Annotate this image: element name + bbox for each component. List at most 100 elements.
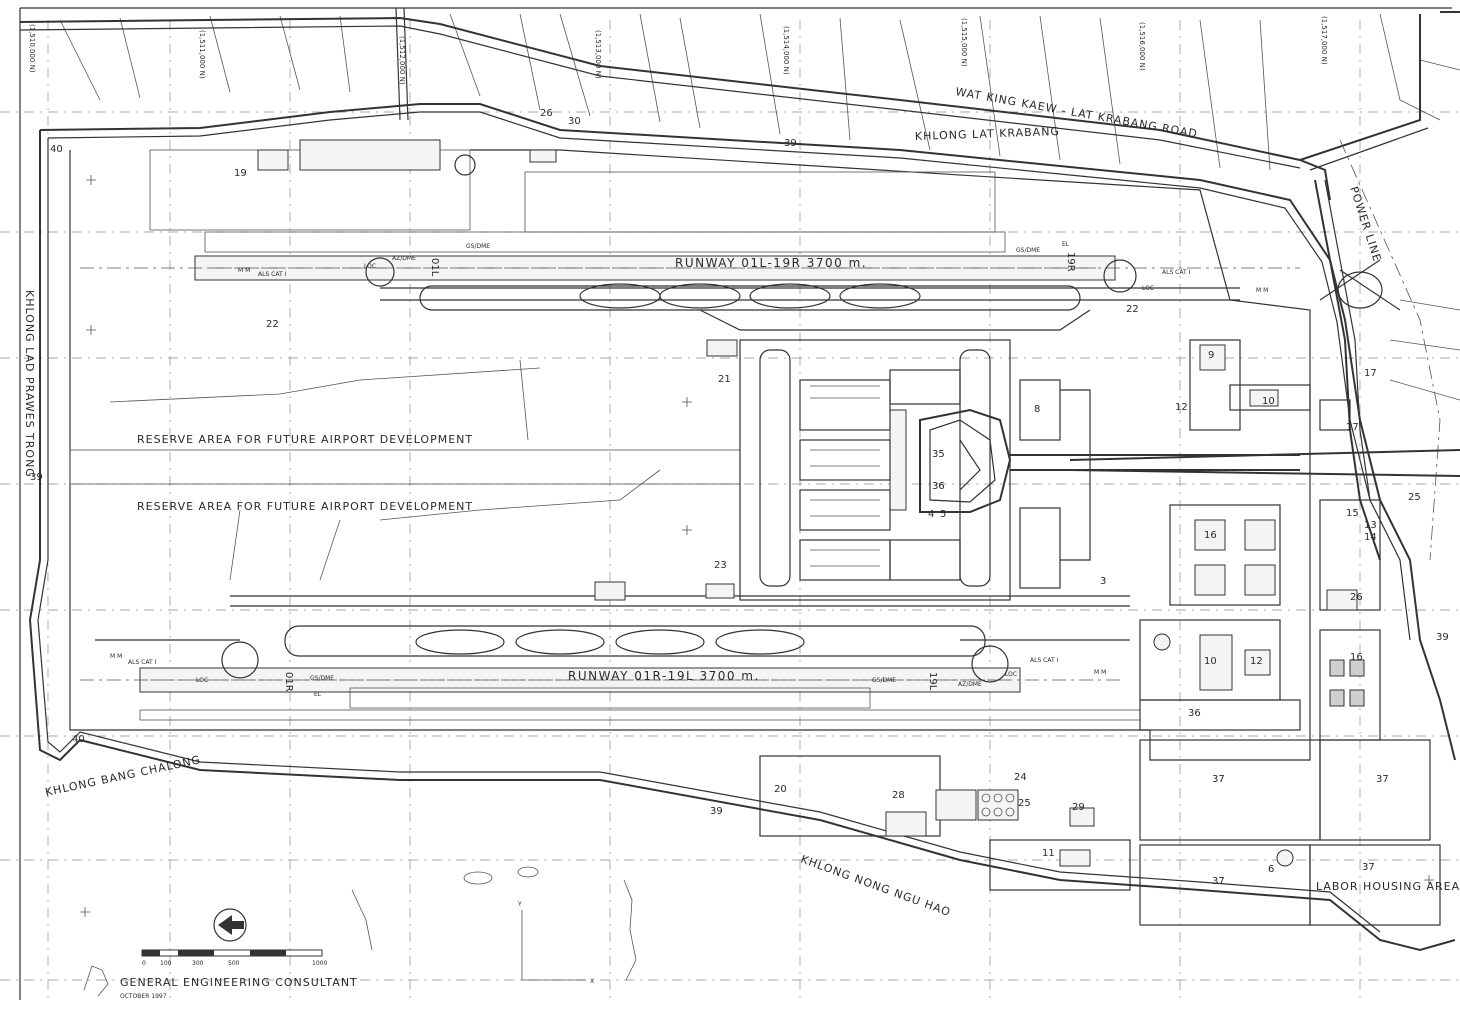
mm-se: M M [1094, 669, 1106, 676]
grid-label-1515000: (1,515,000 N) [960, 18, 968, 67]
grid-label-1516000: (1,516,000 N) [1138, 22, 1146, 71]
grid-label-1512000: (1,512,000 N) [398, 36, 406, 85]
facility-num: 9 [1208, 350, 1214, 361]
grid-label-1517000: (1,517,000 N) [1320, 16, 1328, 65]
az-nw: AZ/DME [392, 255, 416, 262]
facility-num: 19 [234, 168, 247, 179]
loc-ne: LOC [1142, 285, 1154, 292]
scale-tick-100: 100 [160, 960, 172, 967]
facility-num: 22 [266, 319, 279, 330]
facility-num: 39 [1436, 632, 1449, 643]
khlong-bang-chalong-label: KHLONG BANG CHALONG [44, 753, 202, 799]
facility-num: 23 [714, 560, 727, 571]
credit-label: GENERAL ENGINEERING CONSULTANT [120, 976, 358, 989]
south-support-facilities [759, 633, 1294, 891]
khlong-nong-ngu-hao-label: KHLONG NONG NGU HAO [799, 853, 953, 920]
khlong-lat-krabang-label: KHLONG LAT KRABANG [915, 125, 1061, 143]
runway-south: RUNWAY 01R-19L 3700 m. 01R 19L [80, 595, 1141, 721]
facility-num: 40 [72, 734, 85, 745]
north-structures [257, 139, 738, 601]
gs-ne: GS/DME [1016, 247, 1040, 254]
facility-num: 12 [1250, 656, 1263, 667]
loc-sw: LOC [196, 677, 208, 684]
mm-nw: M M [238, 267, 250, 274]
als-ne: ALS CAT I [1162, 269, 1191, 276]
grid-label-1510000: (1,510,000 N) [28, 24, 36, 73]
facility-num: 30 [568, 116, 581, 127]
facility-num: 40 [50, 144, 63, 155]
canal-numbers: 39 [30, 472, 43, 483]
scale-bar: 0 100 300 500 1000 [141, 949, 327, 967]
ponds [351, 866, 637, 981]
facility-num: 4 [928, 509, 934, 520]
axis-y-label: Y [517, 901, 522, 908]
facility-num: 11 [1042, 848, 1055, 859]
runway-north: RUNWAY 01L-19R 3700 m. 01L 19R [80, 149, 1300, 301]
facility-num: 17 [1364, 368, 1377, 379]
survey-crosses [80, 175, 1434, 917]
grid-label-1513000: (1,513,000 N) [594, 30, 602, 79]
facility-numbers: 40 19 26 30 39 22 21 9 12 10 17 8 35 36 … [50, 108, 1449, 887]
facility-num: 16 [1350, 652, 1363, 663]
facility-num: 35 [932, 449, 945, 460]
facility-num: 39 [710, 806, 723, 817]
labor-housing-label: LABOR HOUSING AREA [1316, 880, 1460, 893]
facility-num: 10 [1204, 656, 1217, 667]
runway-south-label: RUNWAY 01R-19L 3700 m. [568, 669, 760, 683]
facility-num: 29 [1072, 802, 1085, 813]
axis-indicator: Y X [517, 901, 594, 985]
facility-num: 25 [1018, 798, 1031, 809]
coordinate-grid [0, 20, 1460, 1000]
highway-interchange [1069, 179, 1460, 561]
facility-num: 26 [540, 108, 553, 119]
navaid-markers [221, 257, 1137, 683]
north-arrow-icon [213, 908, 247, 942]
facility-num: 26 [1350, 592, 1363, 603]
runway-end-19L: 19L [927, 672, 938, 691]
facility-num: 10 [1262, 396, 1275, 407]
mm-sw: M M [110, 653, 122, 660]
runway-end-01R: 01R [283, 672, 294, 692]
facility-num: 14 [1364, 532, 1377, 543]
grid-coordinate-labels: (1,510,000 N) (1,511,000 N) (1,512,000 N… [28, 16, 1328, 85]
als-sw: ALS CAT I [128, 659, 157, 666]
facility-num: 12 [1175, 402, 1188, 413]
khlong-lad-prawes-trong-label: KHLONG LAD PRAWES TRONG [23, 290, 36, 478]
reserve-area-label-1: RESERVE AREA FOR FUTURE AIRPORT DEVELOPM… [137, 433, 473, 446]
facility-num: 37 [1212, 774, 1225, 785]
scale-tick-300: 300 [192, 960, 204, 967]
grid-label-1511000: (1,511,000 N) [198, 30, 206, 79]
facility-num: 16 [1204, 530, 1217, 541]
facility-num: 25 [1408, 492, 1421, 503]
svg-text:39: 39 [30, 472, 43, 483]
loc-nw: LOC [364, 263, 376, 270]
reserve-area-label-2: RESERVE AREA FOR FUTURE AIRPORT DEVELOPM… [137, 500, 473, 513]
sheet-frame [19, 7, 1460, 1000]
reserve-area: RESERVE AREA FOR FUTURE AIRPORT DEVELOPM… [69, 359, 741, 581]
facility-num: 39 [784, 138, 797, 149]
axis-x-label: X [590, 978, 594, 985]
date-label: OCTOBER 1997 [120, 993, 167, 1000]
facility-num: 15 [1346, 508, 1359, 519]
facility-num: 17 [1346, 422, 1359, 433]
scale-tick-0: 0 [142, 960, 146, 967]
grid-label-1514000: (1,514,000 N) [782, 26, 790, 75]
gs-nw: GS/DME [466, 243, 490, 250]
loc-se: LOC [1005, 671, 1017, 678]
east-support-zones [1139, 339, 1441, 926]
facility-num: 36 [932, 481, 945, 492]
parcel-lines [59, 13, 1460, 401]
navaid-labels: M M ALS CAT I LOC AZ/DME GS/DME GS/DME E… [110, 241, 1268, 698]
perimeter-canal [28, 103, 1456, 952]
el-sw: EL [314, 691, 322, 698]
facility-num: 20 [774, 784, 787, 795]
el-ne: EL [1062, 241, 1070, 248]
consultant-credit: GENERAL ENGINEERING CONSULTANT OCTOBER 1… [83, 965, 358, 1000]
gs-sw: GS/DME [310, 675, 334, 682]
runway-end-01L: 01L [429, 258, 440, 277]
facility-num: 21 [718, 374, 731, 385]
facility-num: 22 [1126, 304, 1139, 315]
facility-num: 37 [1362, 862, 1375, 873]
airport-boundary [69, 149, 1311, 761]
